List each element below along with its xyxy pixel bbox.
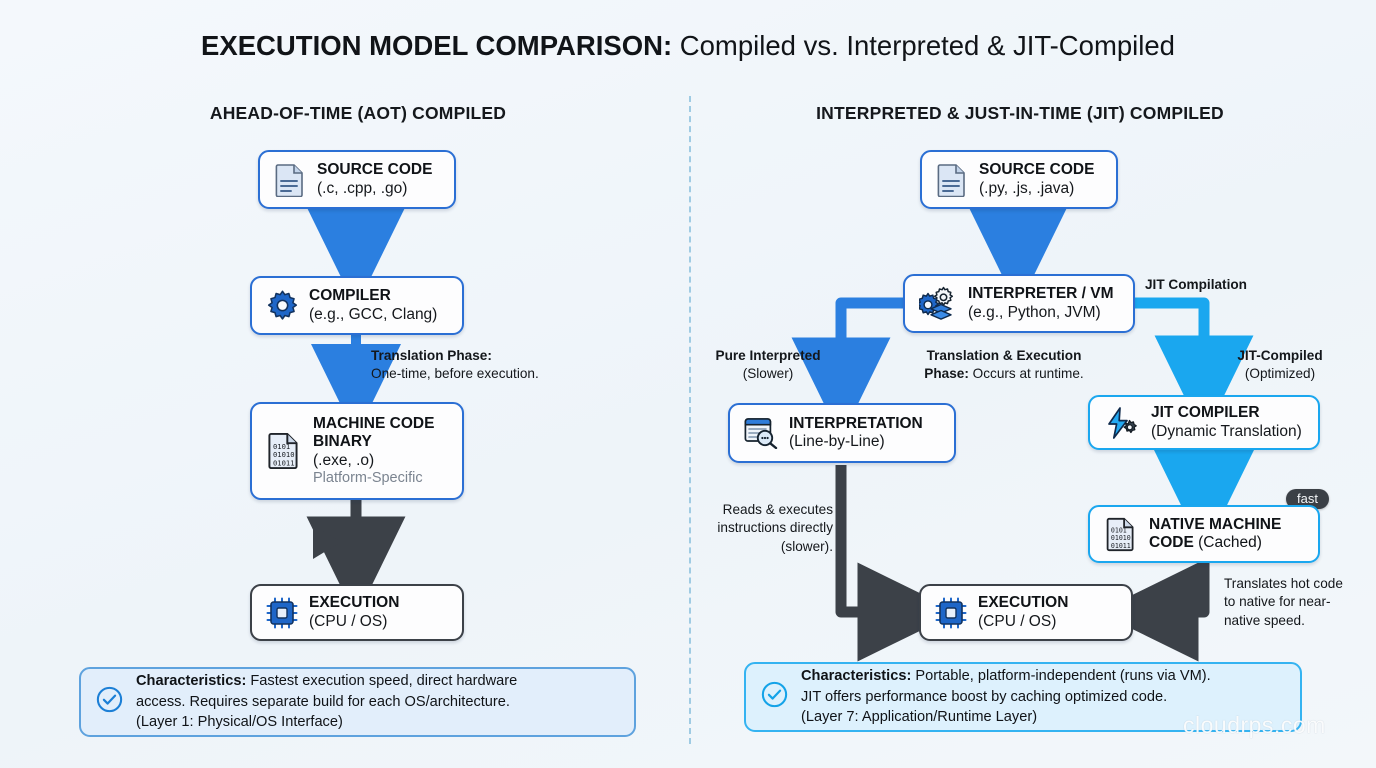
node-title: COMPILER (309, 287, 391, 305)
label-translation-execution-phase: Translation & Execution Phase: Occurs at… (870, 347, 1138, 382)
svg-text:01011: 01011 (1110, 541, 1130, 549)
label-pure-interpreted: Pure Interpreted (Slower) (690, 347, 846, 382)
label-line-3: native speed. (1224, 612, 1305, 628)
column-divider (689, 96, 691, 744)
node-title: MACHINE CODE (313, 415, 435, 433)
node-title-2-text: CODE (1149, 534, 1194, 551)
label-line-1: Reads & executes (722, 502, 833, 517)
label-jit-compiled: JIT-Compiled (Optimized) (1212, 347, 1348, 382)
chars-line3: (Layer 1: Physical/OS Interface) (136, 714, 343, 731)
node-title-2: CODE (Cached) (1149, 534, 1281, 552)
chars-bold: Characteristics: (136, 672, 247, 689)
node-execution-aot[interactable]: EXECUTION (CPU / OS) (250, 584, 464, 641)
node-compiler[interactable]: COMPILER (e.g., GCC, Clang) (250, 276, 464, 335)
node-jit-compiler[interactable]: JIT COMPILER (Dynamic Translation) (1088, 395, 1320, 450)
chars-line1: Portable, platform-independent (runs via… (911, 667, 1211, 684)
node-execution-jit[interactable]: EXECUTION (CPU / OS) (919, 584, 1133, 641)
column-title-jit: INTERPRETED & JUST-IN-TIME (JIT) COMPILE… (816, 103, 1224, 123)
check-circle-icon (761, 681, 788, 713)
node-interpretation[interactable]: INTERPRETATION (Line-by-Line) (728, 403, 956, 463)
label-line-2: to native for near- (1224, 594, 1331, 610)
label-text: (Optimized) (1244, 365, 1316, 381)
node-subtitle: (.py, .js, .java) (979, 179, 1075, 197)
column-title-aot: AHEAD-OF-TIME (AOT) COMPILED (209, 103, 507, 123)
node-subtitle: (.c, .cpp, .go) (317, 179, 408, 197)
document-icon (272, 162, 308, 198)
gear-icon (264, 288, 300, 324)
node-title: SOURCE CODE (979, 161, 1095, 179)
label-line-3: (slower). (780, 538, 833, 554)
node-subtitle: (CPU / OS) (978, 612, 1057, 630)
node-title: INTERPRETATION (789, 414, 923, 432)
chars-line2: JIT offers performance boost by caching … (801, 688, 1168, 705)
title-strong: EXECUTION MODEL COMPARISON: (201, 30, 673, 61)
node-native-machine-code[interactable]: 0101 01010 01011 NATIVE MACHINE CODE (Ca… (1088, 505, 1320, 563)
label-jit-compilation: JIT Compilation (1145, 276, 1247, 294)
binary-file-icon: 0101 01010 01011 (264, 431, 304, 471)
node-title: NATIVE MACHINE (1149, 515, 1282, 533)
check-circle-icon (96, 686, 123, 718)
label-text: One-time, before execution. (371, 365, 539, 381)
gear-stack-icon (917, 286, 959, 322)
chars-line2: access. Requires separate build for each… (136, 693, 510, 710)
node-title-2: BINARY (313, 433, 372, 451)
node-title: EXECUTION (309, 594, 400, 612)
cpu-chip-icon (933, 595, 969, 631)
watermark: cloudrps.com (1183, 712, 1326, 738)
chars-line3: (Layer 7: Application/Runtime Layer) (801, 709, 1038, 726)
node-title: SOURCE CODE (317, 161, 433, 179)
svg-text:0101: 0101 (272, 442, 289, 451)
node-source-code-aot[interactable]: SOURCE CODE (.c, .cpp, .go) (258, 150, 456, 209)
title-light: Compiled vs. Interpreted & JIT-Compiled (672, 30, 1175, 61)
label-translates-hot-code: Translates hot code to native for near- … (1224, 575, 1374, 630)
svg-text:0101: 0101 (1110, 526, 1126, 534)
svg-text:01011: 01011 (272, 458, 294, 467)
node-title: JIT COMPILER (1151, 404, 1260, 422)
lightning-gear-icon (1102, 405, 1142, 441)
node-source-code-jit[interactable]: SOURCE CODE (.py, .js, .java) (920, 150, 1118, 209)
node-title: INTERPRETER / VM (968, 285, 1114, 303)
node-title: EXECUTION (978, 594, 1069, 612)
node-subtitle: (e.g., GCC, Clang) (309, 305, 438, 323)
card-characteristics-aot: Characteristics: Fastest execution speed… (79, 667, 636, 737)
node-subtitle: (Dynamic Translation) (1151, 422, 1302, 440)
window-search-icon (742, 415, 780, 451)
label-bold: Translation Phase: (371, 348, 492, 363)
label-translation-phase-aot: Translation Phase: One-time, before exec… (371, 347, 621, 382)
label-line-2: instructions directly (717, 520, 833, 536)
label-bold-2: Phase: (924, 365, 969, 381)
node-subtitle: (CPU / OS) (309, 612, 388, 630)
page-title: EXECUTION MODEL COMPARISON: Compiled vs.… (0, 30, 1376, 62)
label-text: Occurs at runtime. (968, 365, 1084, 381)
node-note: Platform-Specific (313, 469, 423, 486)
binary-file-icon: 0101 01010 01011 (1102, 516, 1140, 552)
node-machine-code-binary[interactable]: 0101 01010 01011 MACHINE CODE BINARY (.e… (250, 402, 464, 500)
node-subtitle: (Line-by-Line) (789, 433, 885, 450)
document-icon (934, 162, 970, 198)
label-reads-executes: Reads & executes instructions directly (… (690, 501, 833, 556)
svg-text:01010: 01010 (272, 450, 294, 459)
label-bold-1: Translation & Execution (926, 348, 1082, 363)
chars-bold: Characteristics: (801, 667, 912, 684)
label-bold: Pure Interpreted (715, 348, 821, 363)
cpu-chip-icon (264, 595, 300, 631)
label-line-1: Translates hot code (1224, 576, 1343, 591)
label-bold: JIT Compilation (1145, 277, 1247, 292)
node-subtitle: (e.g., Python, JVM) (968, 303, 1101, 321)
card-characteristics-jit: Characteristics: Portable, platform-inde… (744, 662, 1302, 732)
label-text: (Slower) (742, 365, 794, 381)
node-subtitle: (.exe, .o) (313, 451, 375, 469)
node-interpreter-vm[interactable]: INTERPRETER / VM (e.g., Python, JVM) (903, 274, 1135, 333)
chars-line1: Fastest execution speed, direct hardware (246, 672, 518, 689)
node-title-2-sub: (Cached) (1193, 534, 1262, 551)
label-bold: JIT-Compiled (1237, 348, 1323, 363)
svg-text:01010: 01010 (1110, 534, 1130, 542)
status-badge-fast: fast (1286, 489, 1329, 509)
